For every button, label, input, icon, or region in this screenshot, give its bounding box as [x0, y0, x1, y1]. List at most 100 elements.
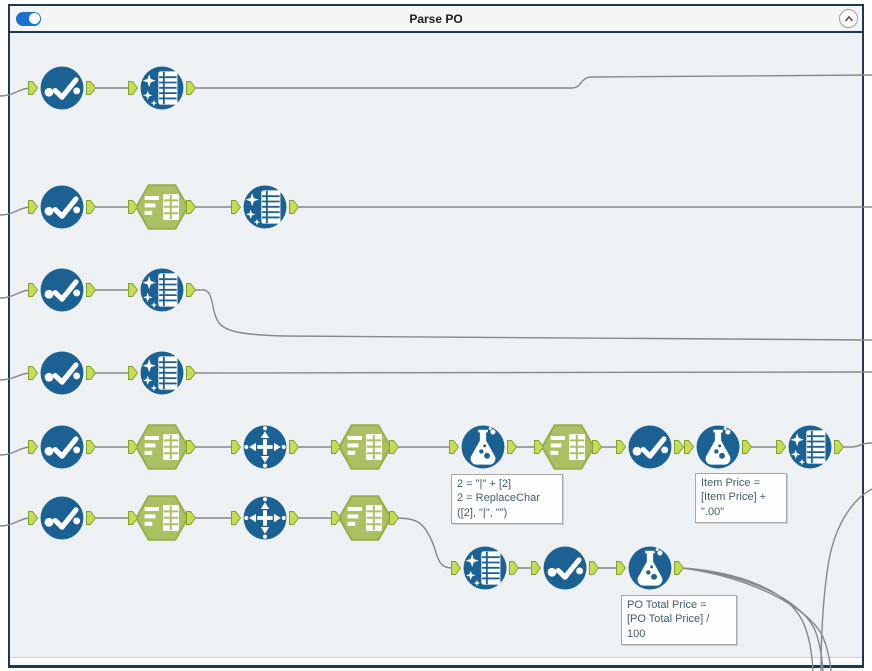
chevron-up-icon [844, 15, 853, 22]
tool-container-parse-po[interactable]: Parse PO [8, 4, 864, 668]
select-check-icon [40, 351, 84, 395]
input-anchor[interactable] [28, 440, 39, 454]
output-anchor[interactable] [186, 440, 197, 454]
output-anchor[interactable] [86, 366, 97, 380]
select-check-icon [40, 185, 84, 229]
input-anchor[interactable] [128, 200, 139, 214]
output-anchor[interactable] [186, 283, 197, 297]
output-anchor[interactable] [507, 440, 518, 454]
select-tool[interactable] [616, 425, 685, 469]
data-cleansing-tool[interactable] [776, 425, 845, 469]
data-cleansing-tool[interactable] [128, 351, 197, 395]
output-anchor[interactable] [592, 440, 603, 454]
annotation-line: PO Total Price = [627, 599, 707, 611]
output-anchor[interactable] [86, 440, 97, 454]
input-anchor[interactable] [231, 440, 242, 454]
input-anchor[interactable] [128, 440, 139, 454]
input-anchor[interactable] [231, 511, 242, 525]
input-anchor[interactable] [776, 440, 787, 454]
data-cleansing-tool[interactable] [128, 268, 197, 312]
select-tool[interactable] [28, 496, 97, 540]
input-anchor[interactable] [28, 81, 39, 95]
output-anchor[interactable] [589, 561, 600, 575]
select-tool[interactable] [28, 66, 97, 110]
select-tool[interactable] [28, 425, 97, 469]
output-anchor[interactable] [186, 366, 197, 380]
output-anchor[interactable] [86, 511, 97, 525]
text-to-columns-tool[interactable] [128, 424, 197, 470]
output-anchor[interactable] [86, 200, 97, 214]
select-tool[interactable] [28, 185, 97, 229]
cleanse-sparkle-table-icon [140, 66, 184, 110]
output-anchor[interactable] [289, 440, 300, 454]
input-anchor[interactable] [28, 283, 39, 297]
input-anchor[interactable] [128, 81, 139, 95]
text-to-columns-tool[interactable] [534, 424, 603, 470]
output-anchor[interactable] [186, 200, 197, 214]
cleanse-sparkle-table-icon [788, 425, 832, 469]
container-title: Parse PO [409, 11, 463, 26]
cleanse-sparkle-table-icon [243, 185, 287, 229]
input-anchor[interactable] [449, 440, 460, 454]
transpose-tool[interactable] [231, 496, 300, 540]
input-anchor[interactable] [231, 200, 242, 214]
output-anchor[interactable] [674, 561, 685, 575]
container-bottom-edge[interactable] [10, 657, 862, 665]
formula-annotation-po-total[interactable]: PO Total Price = [PO Total Price] / 100 [621, 595, 737, 645]
output-anchor[interactable] [509, 561, 520, 575]
text-to-columns-icon [135, 495, 189, 541]
output-anchor[interactable] [289, 200, 300, 214]
transpose-tool[interactable] [231, 425, 300, 469]
input-anchor[interactable] [128, 283, 139, 297]
data-cleansing-tool[interactable] [451, 546, 520, 590]
input-anchor[interactable] [451, 561, 462, 575]
output-anchor[interactable] [86, 283, 97, 297]
text-to-columns-tool[interactable] [128, 495, 197, 541]
annotation-line: 2 = "|" + [2] [457, 478, 512, 490]
text-to-columns-tool[interactable] [331, 424, 400, 470]
input-anchor[interactable] [28, 200, 39, 214]
formula-annotation-item-price[interactable]: Item Price = [Item Price] + ".00" [695, 473, 787, 523]
input-anchor[interactable] [616, 440, 627, 454]
formula-tool[interactable] [684, 425, 753, 469]
output-anchor[interactable] [674, 440, 685, 454]
formula-tool[interactable] [616, 546, 685, 590]
container-header[interactable]: Parse PO [10, 6, 862, 33]
select-tool[interactable] [28, 351, 97, 395]
input-anchor[interactable] [684, 440, 695, 454]
input-anchor[interactable] [128, 511, 139, 525]
output-anchor[interactable] [742, 440, 753, 454]
select-tool[interactable] [531, 546, 600, 590]
annotation-line: ([2], "|", "") [457, 506, 508, 519]
annotation-line: 100 [627, 627, 646, 640]
output-anchor[interactable] [289, 511, 300, 525]
input-anchor[interactable] [531, 561, 542, 575]
input-anchor[interactable] [128, 366, 139, 380]
text-to-columns-icon [135, 424, 189, 470]
text-to-columns-tool[interactable] [331, 495, 400, 541]
cleanse-sparkle-table-icon [140, 268, 184, 312]
toggle-on-icon[interactable] [16, 11, 41, 26]
input-anchor[interactable] [331, 511, 342, 525]
input-anchor[interactable] [28, 511, 39, 525]
input-anchor[interactable] [28, 366, 39, 380]
collapse-button[interactable] [839, 9, 858, 28]
output-anchor[interactable] [389, 440, 400, 454]
input-anchor[interactable] [616, 561, 627, 575]
output-anchor[interactable] [389, 511, 400, 525]
data-cleansing-tool[interactable] [128, 66, 197, 110]
cross-arrows-icon [243, 425, 287, 469]
formula-annotation-replacechar[interactable]: 2 = "|" + [2] 2 = ReplaceChar ([2], "|",… [451, 474, 563, 524]
annotation-line: 2 = ReplaceChar [457, 492, 540, 505]
text-to-columns-tool[interactable] [128, 184, 197, 230]
output-anchor[interactable] [834, 440, 845, 454]
data-cleansing-tool[interactable] [231, 185, 300, 229]
output-anchor[interactable] [186, 511, 197, 525]
input-anchor[interactable] [331, 440, 342, 454]
input-anchor[interactable] [534, 440, 545, 454]
cleanse-sparkle-table-icon [140, 351, 184, 395]
output-anchor[interactable] [86, 81, 97, 95]
select-tool[interactable] [28, 268, 97, 312]
formula-tool[interactable] [449, 425, 518, 469]
output-anchor[interactable] [186, 81, 197, 95]
